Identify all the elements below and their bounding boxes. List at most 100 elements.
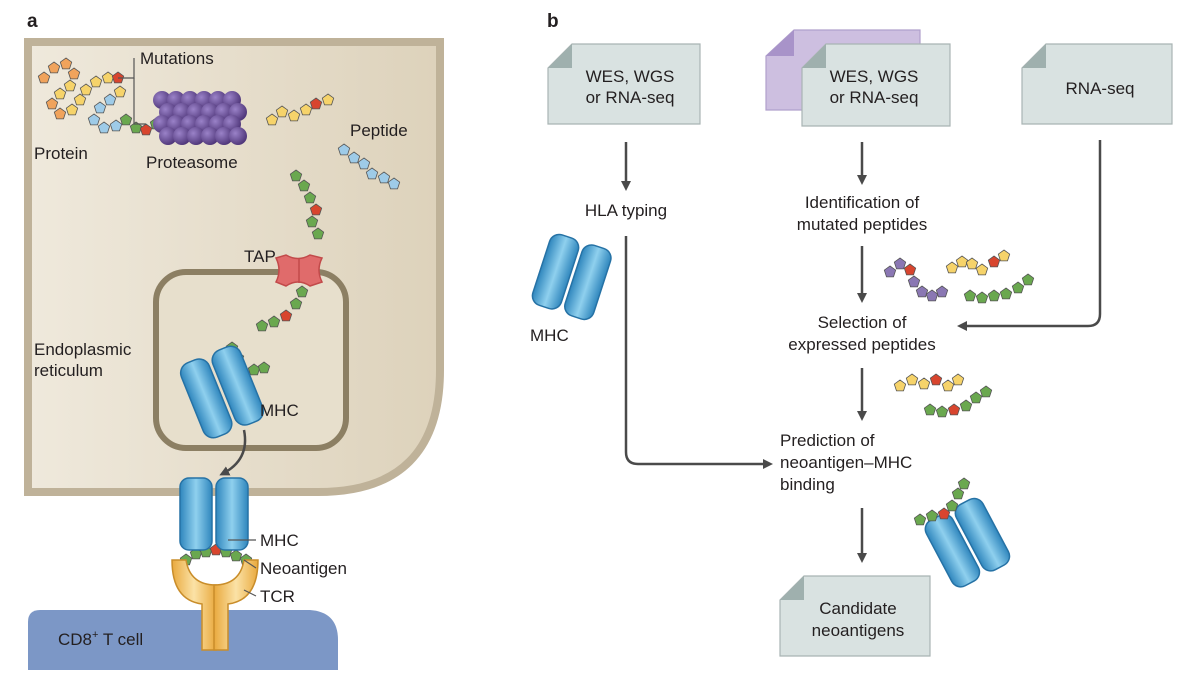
document-stack-icon-wes-2 xyxy=(765,29,951,127)
doc2-line1: WES, WGS xyxy=(830,67,919,86)
peptide-bead xyxy=(929,373,943,386)
tcell-label: CD8+ T cell xyxy=(58,629,143,649)
document-icon-rna-seq xyxy=(1021,43,1173,125)
panel-b-label: b xyxy=(547,11,559,32)
peptide-bead xyxy=(311,227,325,240)
peptide-bead xyxy=(925,289,939,302)
peptide-bead xyxy=(997,249,1011,262)
mhc-icon-panel-b-1 xyxy=(531,233,612,321)
tcell-label-prefix: CD8 xyxy=(58,630,92,649)
peptide-bead xyxy=(65,103,79,116)
peptide-bead xyxy=(935,285,949,298)
proteasome-subunit xyxy=(159,127,177,145)
peptide-bead xyxy=(267,315,281,328)
peptide-bead xyxy=(89,75,103,88)
peptide-bead xyxy=(103,93,117,106)
peptide-bead xyxy=(97,121,111,134)
mhc-inner-label: MHC xyxy=(260,401,299,420)
peptide-bead xyxy=(387,177,401,190)
peptide-bead xyxy=(303,191,317,204)
peptide-bead xyxy=(945,261,959,274)
proteasome-subunit xyxy=(229,127,247,145)
selection-line1: Selection of xyxy=(818,313,907,332)
peptide-bead xyxy=(257,361,271,374)
peptide-bead xyxy=(951,487,965,500)
peptide-bead xyxy=(321,93,335,106)
peptide-bead xyxy=(377,171,391,184)
er-label-line1: Endoplasmic xyxy=(34,340,132,359)
peptide-bead xyxy=(73,93,87,106)
peptide-bead xyxy=(903,263,917,276)
peptide-bead xyxy=(265,113,279,126)
peptide-bead xyxy=(935,405,949,418)
peptide-bead xyxy=(295,285,309,298)
peptide-bead xyxy=(975,291,989,304)
hla-typing-label: HLA typing xyxy=(585,201,667,220)
peptide-bead xyxy=(893,379,907,392)
peptide-bead xyxy=(947,403,961,416)
mhc-surface-icon xyxy=(179,477,249,551)
mhc-inner-icon xyxy=(179,345,265,439)
mhc-surface-label: MHC xyxy=(260,531,299,550)
t-cell-body xyxy=(28,610,338,670)
tcell-label-sup: + xyxy=(92,629,98,641)
proteasome-subunit xyxy=(201,127,219,145)
peptide-bead xyxy=(309,203,323,216)
peptide-bead xyxy=(963,289,977,302)
candidate-line2: neoantigens xyxy=(812,621,905,640)
peptide-bead xyxy=(93,101,107,114)
neoantigen-leader xyxy=(243,559,257,569)
peptide-bead xyxy=(53,87,67,100)
prediction-line1: Prediction of xyxy=(780,431,875,450)
peptide-bead xyxy=(1021,273,1035,286)
document-icon-wes-1 xyxy=(547,43,701,125)
peptide-bead xyxy=(299,103,313,116)
peptide-bead xyxy=(53,107,67,120)
peptide-bead xyxy=(955,255,969,268)
candidate-line1: Candidate xyxy=(819,599,897,618)
peptide-bead xyxy=(937,507,951,520)
peptide-bead xyxy=(229,549,243,562)
peptide-bead xyxy=(297,179,311,192)
arrow-hla-to-prediction xyxy=(624,236,773,469)
protein-label: Protein xyxy=(34,144,88,163)
doc1-line1: WES, WGS xyxy=(586,67,675,86)
peptide-bead xyxy=(959,399,973,412)
mutations-leader-2 xyxy=(133,78,146,125)
mhc-icon-panel-b-2 xyxy=(924,497,1011,588)
proteasome-subunit xyxy=(215,127,233,145)
proteasome-label: Proteasome xyxy=(146,153,238,172)
peptide-bead xyxy=(347,151,361,164)
identification-line2: mutated peptides xyxy=(797,215,927,234)
peptide-bead xyxy=(957,477,971,490)
tcr-label: TCR xyxy=(260,587,295,606)
proteasome-subunit xyxy=(173,127,191,145)
peptide-bead xyxy=(305,215,319,228)
peptide-bead xyxy=(113,85,127,98)
peptide-bead xyxy=(79,83,93,96)
peptide-bead xyxy=(965,257,979,270)
peptide-bead xyxy=(255,319,269,332)
peptide-bead xyxy=(67,67,81,80)
peptide-bead xyxy=(979,385,993,398)
doc1-line2: or RNA-seq xyxy=(586,88,675,107)
peptide-bead xyxy=(337,143,351,156)
peptide-bead xyxy=(915,285,929,298)
proteasome-subunit xyxy=(187,127,205,145)
peptide-bead xyxy=(925,509,939,522)
peptide-bead xyxy=(365,167,379,180)
peptide-bead xyxy=(309,97,323,110)
peptide-bead xyxy=(289,169,303,182)
doc2-line2: or RNA-seq xyxy=(830,88,919,107)
peptide-bead xyxy=(279,309,293,322)
peptide-bead xyxy=(289,297,303,310)
peptide-bead xyxy=(357,157,371,170)
peptide-bead xyxy=(109,119,123,132)
peptide-bead xyxy=(275,105,289,118)
peptide-bead xyxy=(129,121,143,134)
peptide-bead xyxy=(987,255,1001,268)
peptide-bead xyxy=(923,403,937,416)
panel-a-label: a xyxy=(27,11,38,32)
identification-line1: Identification of xyxy=(805,193,920,212)
